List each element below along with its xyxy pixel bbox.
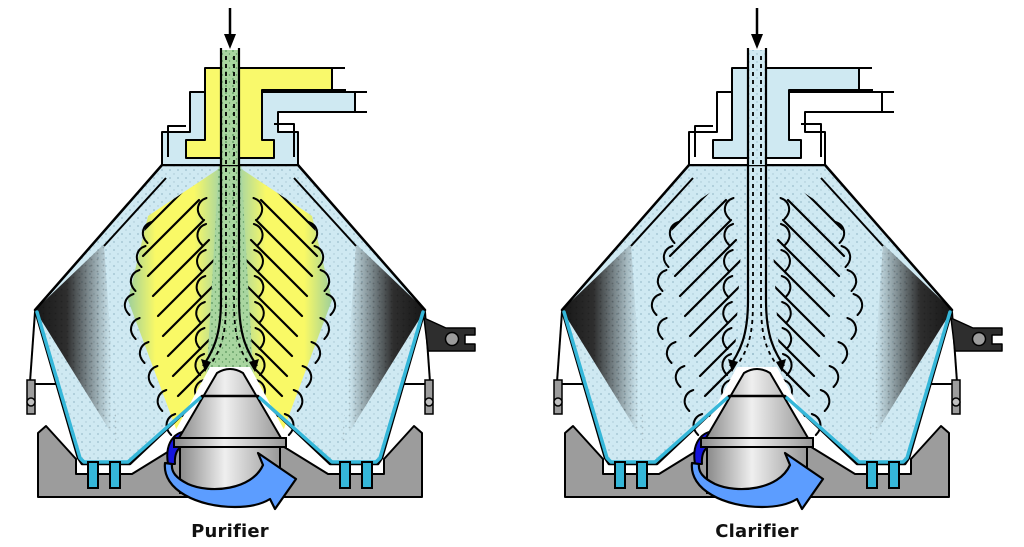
bowl-outline [33, 163, 427, 466]
flow-lines [123, 197, 337, 436]
nozzle-port [444, 331, 460, 347]
purifier-label: Purifier [191, 521, 269, 542]
rotation-arrow-icon [690, 451, 825, 511]
clarifier-label: Clarifier [715, 521, 799, 542]
purifier-diagram [26, 8, 476, 511]
sediment-wedges [35, 244, 425, 444]
feed-inlet-arrow-icon [751, 8, 763, 49]
neck-and-outlets [688, 67, 894, 166]
sediment-wedges [562, 244, 952, 444]
machine-base [553, 311, 961, 498]
feed-pipe [728, 48, 786, 372]
clarifier-diagram [553, 8, 1003, 511]
neck-and-outlets [161, 67, 367, 166]
feed-inlet-arrow-icon [224, 8, 236, 49]
feed-pipe [201, 48, 259, 372]
rotation-arrow-icon [163, 451, 298, 511]
nozzle-port [971, 331, 987, 347]
bowl-outline [560, 163, 954, 466]
